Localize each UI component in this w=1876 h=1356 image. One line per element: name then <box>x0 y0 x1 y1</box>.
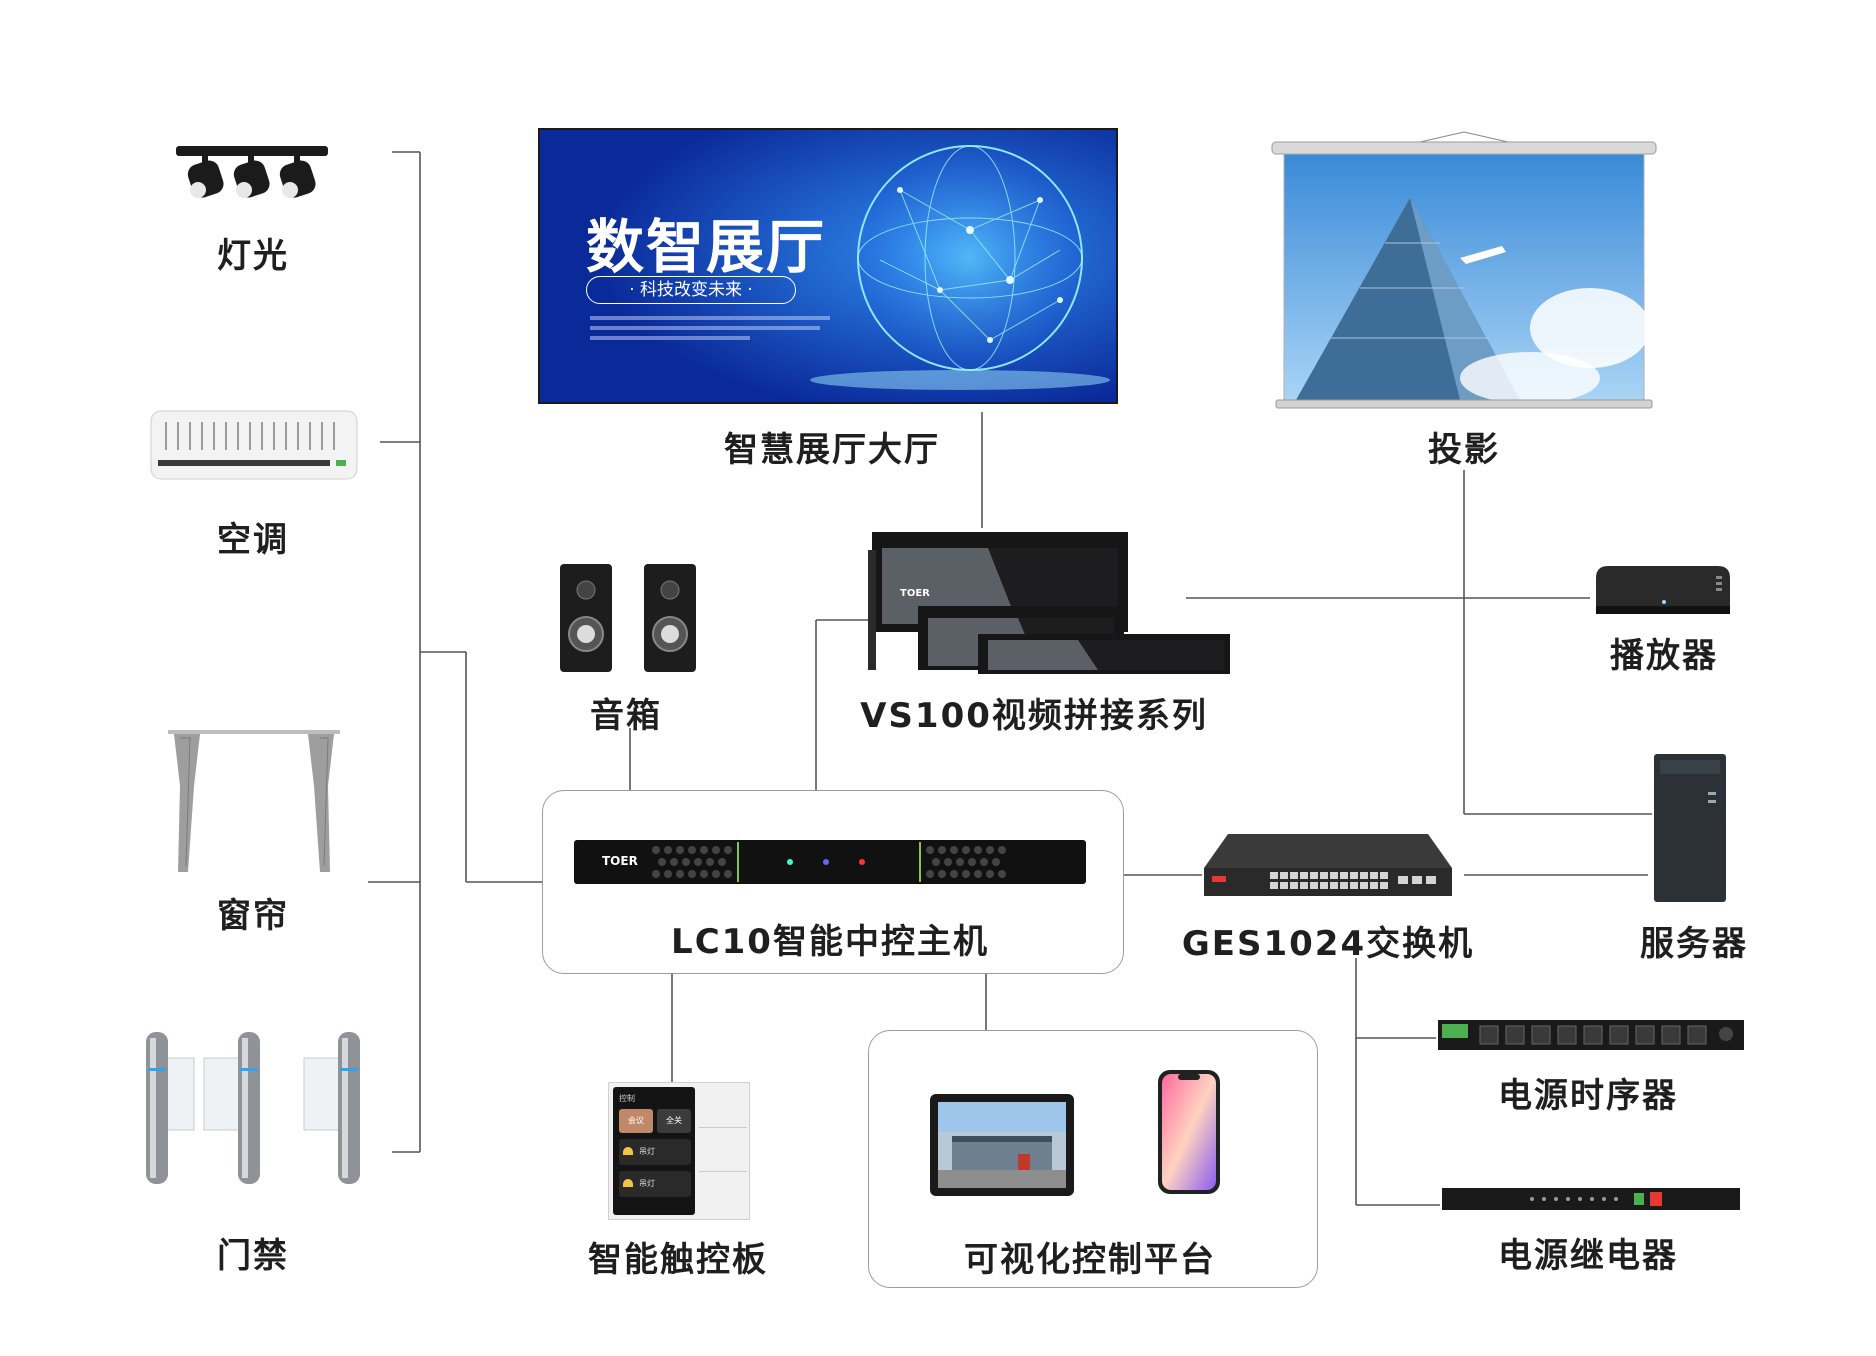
air-conditioner-icon <box>150 410 358 480</box>
speaker-icon <box>560 564 696 672</box>
projection-screen-icon <box>1271 131 1657 409</box>
touch-panel: 控制 会议 全关 吊灯 吊灯 <box>608 1082 750 1220</box>
network-switch-icon <box>1204 834 1452 896</box>
media-player-icon <box>1596 566 1730 614</box>
power-relay-icon <box>1442 1188 1740 1210</box>
switch-label: GES1024交换机 <box>1181 924 1475 964</box>
hall-screen-label: 智慧展厅大厅 <box>724 430 940 470</box>
sequencer-label: 电源时序器 <box>1498 1076 1678 1116</box>
host-brand: TOER <box>602 854 638 868</box>
relay-label: 电源继电器 <box>1498 1236 1678 1276</box>
curtain-icon <box>168 730 340 872</box>
power-sequencer-icon <box>1438 1020 1744 1050</box>
banner-title: 数智展厅 <box>586 213 827 281</box>
phone-icon <box>1158 1070 1220 1194</box>
lamp-icon <box>623 1147 633 1155</box>
spotlight-icon <box>176 146 328 198</box>
panel-scene-1[interactable]: 会议 <box>619 1109 653 1133</box>
speaker-label: 音箱 <box>590 696 662 736</box>
banner-subtitle: · 科技改变未来 · <box>586 276 796 304</box>
tablet-icon <box>930 1094 1074 1196</box>
touch-panel-label: 智能触控板 <box>588 1240 768 1280</box>
panel-scene-2[interactable]: 全关 <box>657 1109 691 1133</box>
hall-screen: 数智展厅 · 科技改变未来 · <box>538 128 1118 404</box>
curtain-label: 窗帘 <box>217 896 289 936</box>
vs100-brand: TOER <box>900 588 930 599</box>
server-label: 服务器 <box>1640 924 1748 964</box>
projection-label: 投影 <box>1428 430 1500 470</box>
server-icon <box>1654 754 1726 902</box>
ac-label: 空调 <box>217 520 289 560</box>
platform-label: 可视化控制平台 <box>964 1240 1216 1280</box>
player-label: 播放器 <box>1610 636 1718 676</box>
video-processor-icon <box>868 532 1230 674</box>
access-gate-icon <box>146 1032 360 1184</box>
video-wall-label: VS100视频拼接系列 <box>860 696 1208 736</box>
host-label: LC10智能中控主机 <box>671 922 989 962</box>
lighting-label: 灯光 <box>217 236 289 276</box>
central-host-icon <box>574 840 1086 884</box>
lamp-icon <box>623 1179 633 1187</box>
panel-header: 控制 <box>619 1094 635 1103</box>
access-label: 门禁 <box>217 1236 289 1276</box>
